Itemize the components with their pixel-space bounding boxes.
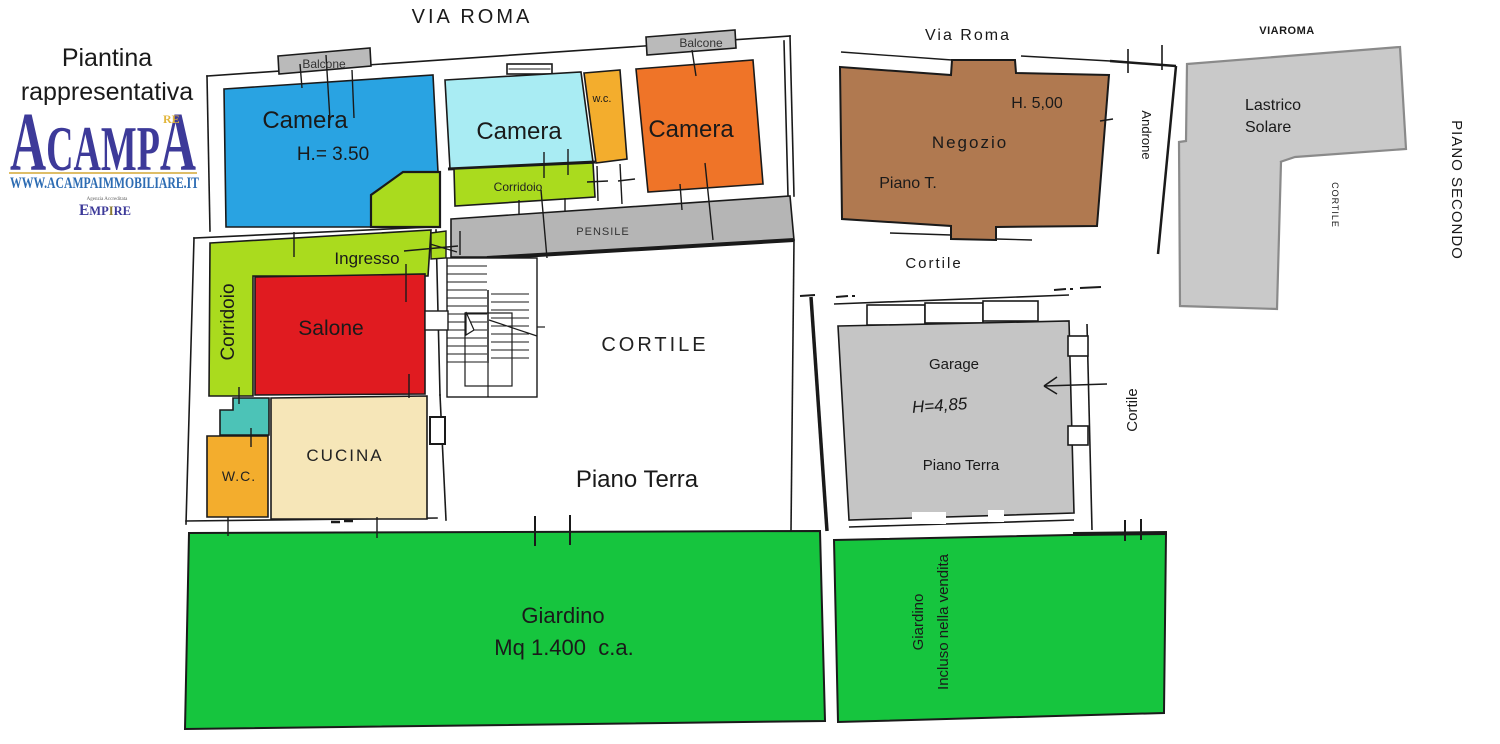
svg-text:Negozio: Negozio bbox=[932, 133, 1008, 152]
svg-text:Balcone: Balcone bbox=[679, 36, 723, 50]
svg-text:Solare: Solare bbox=[1245, 119, 1291, 136]
svg-text:Piano Terra: Piano Terra bbox=[576, 466, 699, 493]
svg-text:VIAROMA: VIAROMA bbox=[1259, 25, 1314, 37]
svg-text:VIA ROMA: VIA ROMA bbox=[412, 6, 533, 28]
svg-text:Balcone: Balcone bbox=[302, 57, 346, 71]
svg-text:Incluso nella vendita: Incluso nella vendita bbox=[935, 553, 952, 690]
svg-text:Piano T.: Piano T. bbox=[879, 175, 937, 192]
svg-text:Camera: Camera bbox=[648, 116, 734, 143]
svg-text:RE: RE bbox=[163, 112, 180, 126]
svg-text:Agenzia Accreditata: Agenzia Accreditata bbox=[87, 197, 128, 202]
svg-text:Camera: Camera bbox=[262, 107, 348, 134]
svg-text:Ingresso: Ingresso bbox=[334, 249, 399, 268]
svg-text:H. 5,00: H. 5,00 bbox=[1011, 95, 1063, 112]
svg-text:Corridoio: Corridoio bbox=[218, 283, 239, 360]
svg-text:CUCINA: CUCINA bbox=[306, 446, 383, 465]
svg-text:Garage: Garage bbox=[929, 356, 979, 373]
svg-text:H.= 3.50: H.= 3.50 bbox=[297, 144, 369, 165]
svg-text:CORTILE: CORTILE bbox=[601, 334, 708, 356]
svg-text:Salone: Salone bbox=[298, 317, 363, 340]
svg-text:Camera: Camera bbox=[476, 118, 562, 145]
svg-text:EMPIRE: EMPIRE bbox=[79, 202, 131, 219]
svg-text:Via Roma: Via Roma bbox=[925, 27, 1011, 44]
svg-text:PENSILE: PENSILE bbox=[576, 226, 629, 238]
svg-text:Mq 1.400 c.a.: Mq 1.400 c.a. bbox=[494, 635, 633, 660]
svg-text:PIANO SECONDO: PIANO SECONDO bbox=[1448, 120, 1465, 260]
svg-text:H=4,85: H=4,85 bbox=[911, 394, 968, 417]
svg-text:WWW.ACAMPAIMMOBILIARE.IT: WWW.ACAMPAIMMOBILIARE.IT bbox=[10, 175, 199, 192]
svg-text:CORTILE: CORTILE bbox=[1330, 182, 1340, 228]
svg-text:Androne: Androne bbox=[1139, 110, 1154, 159]
svg-text:Lastrico: Lastrico bbox=[1245, 97, 1301, 114]
svg-text:Corridoio: Corridoio bbox=[494, 180, 543, 194]
svg-text:rappresentativa: rappresentativa bbox=[21, 78, 193, 106]
svg-text:Piano Terra: Piano Terra bbox=[923, 457, 1000, 474]
svg-text:Giardino: Giardino bbox=[521, 603, 604, 628]
svg-text:W.C.: W.C. bbox=[222, 468, 256, 484]
svg-text:w.c.: w.c. bbox=[592, 93, 612, 105]
svg-text:Giardino: Giardino bbox=[910, 594, 927, 651]
svg-text:Piantina: Piantina bbox=[62, 44, 152, 72]
svg-text:Cortile: Cortile bbox=[905, 255, 962, 272]
svg-text:Cortile: Cortile bbox=[1124, 388, 1141, 431]
